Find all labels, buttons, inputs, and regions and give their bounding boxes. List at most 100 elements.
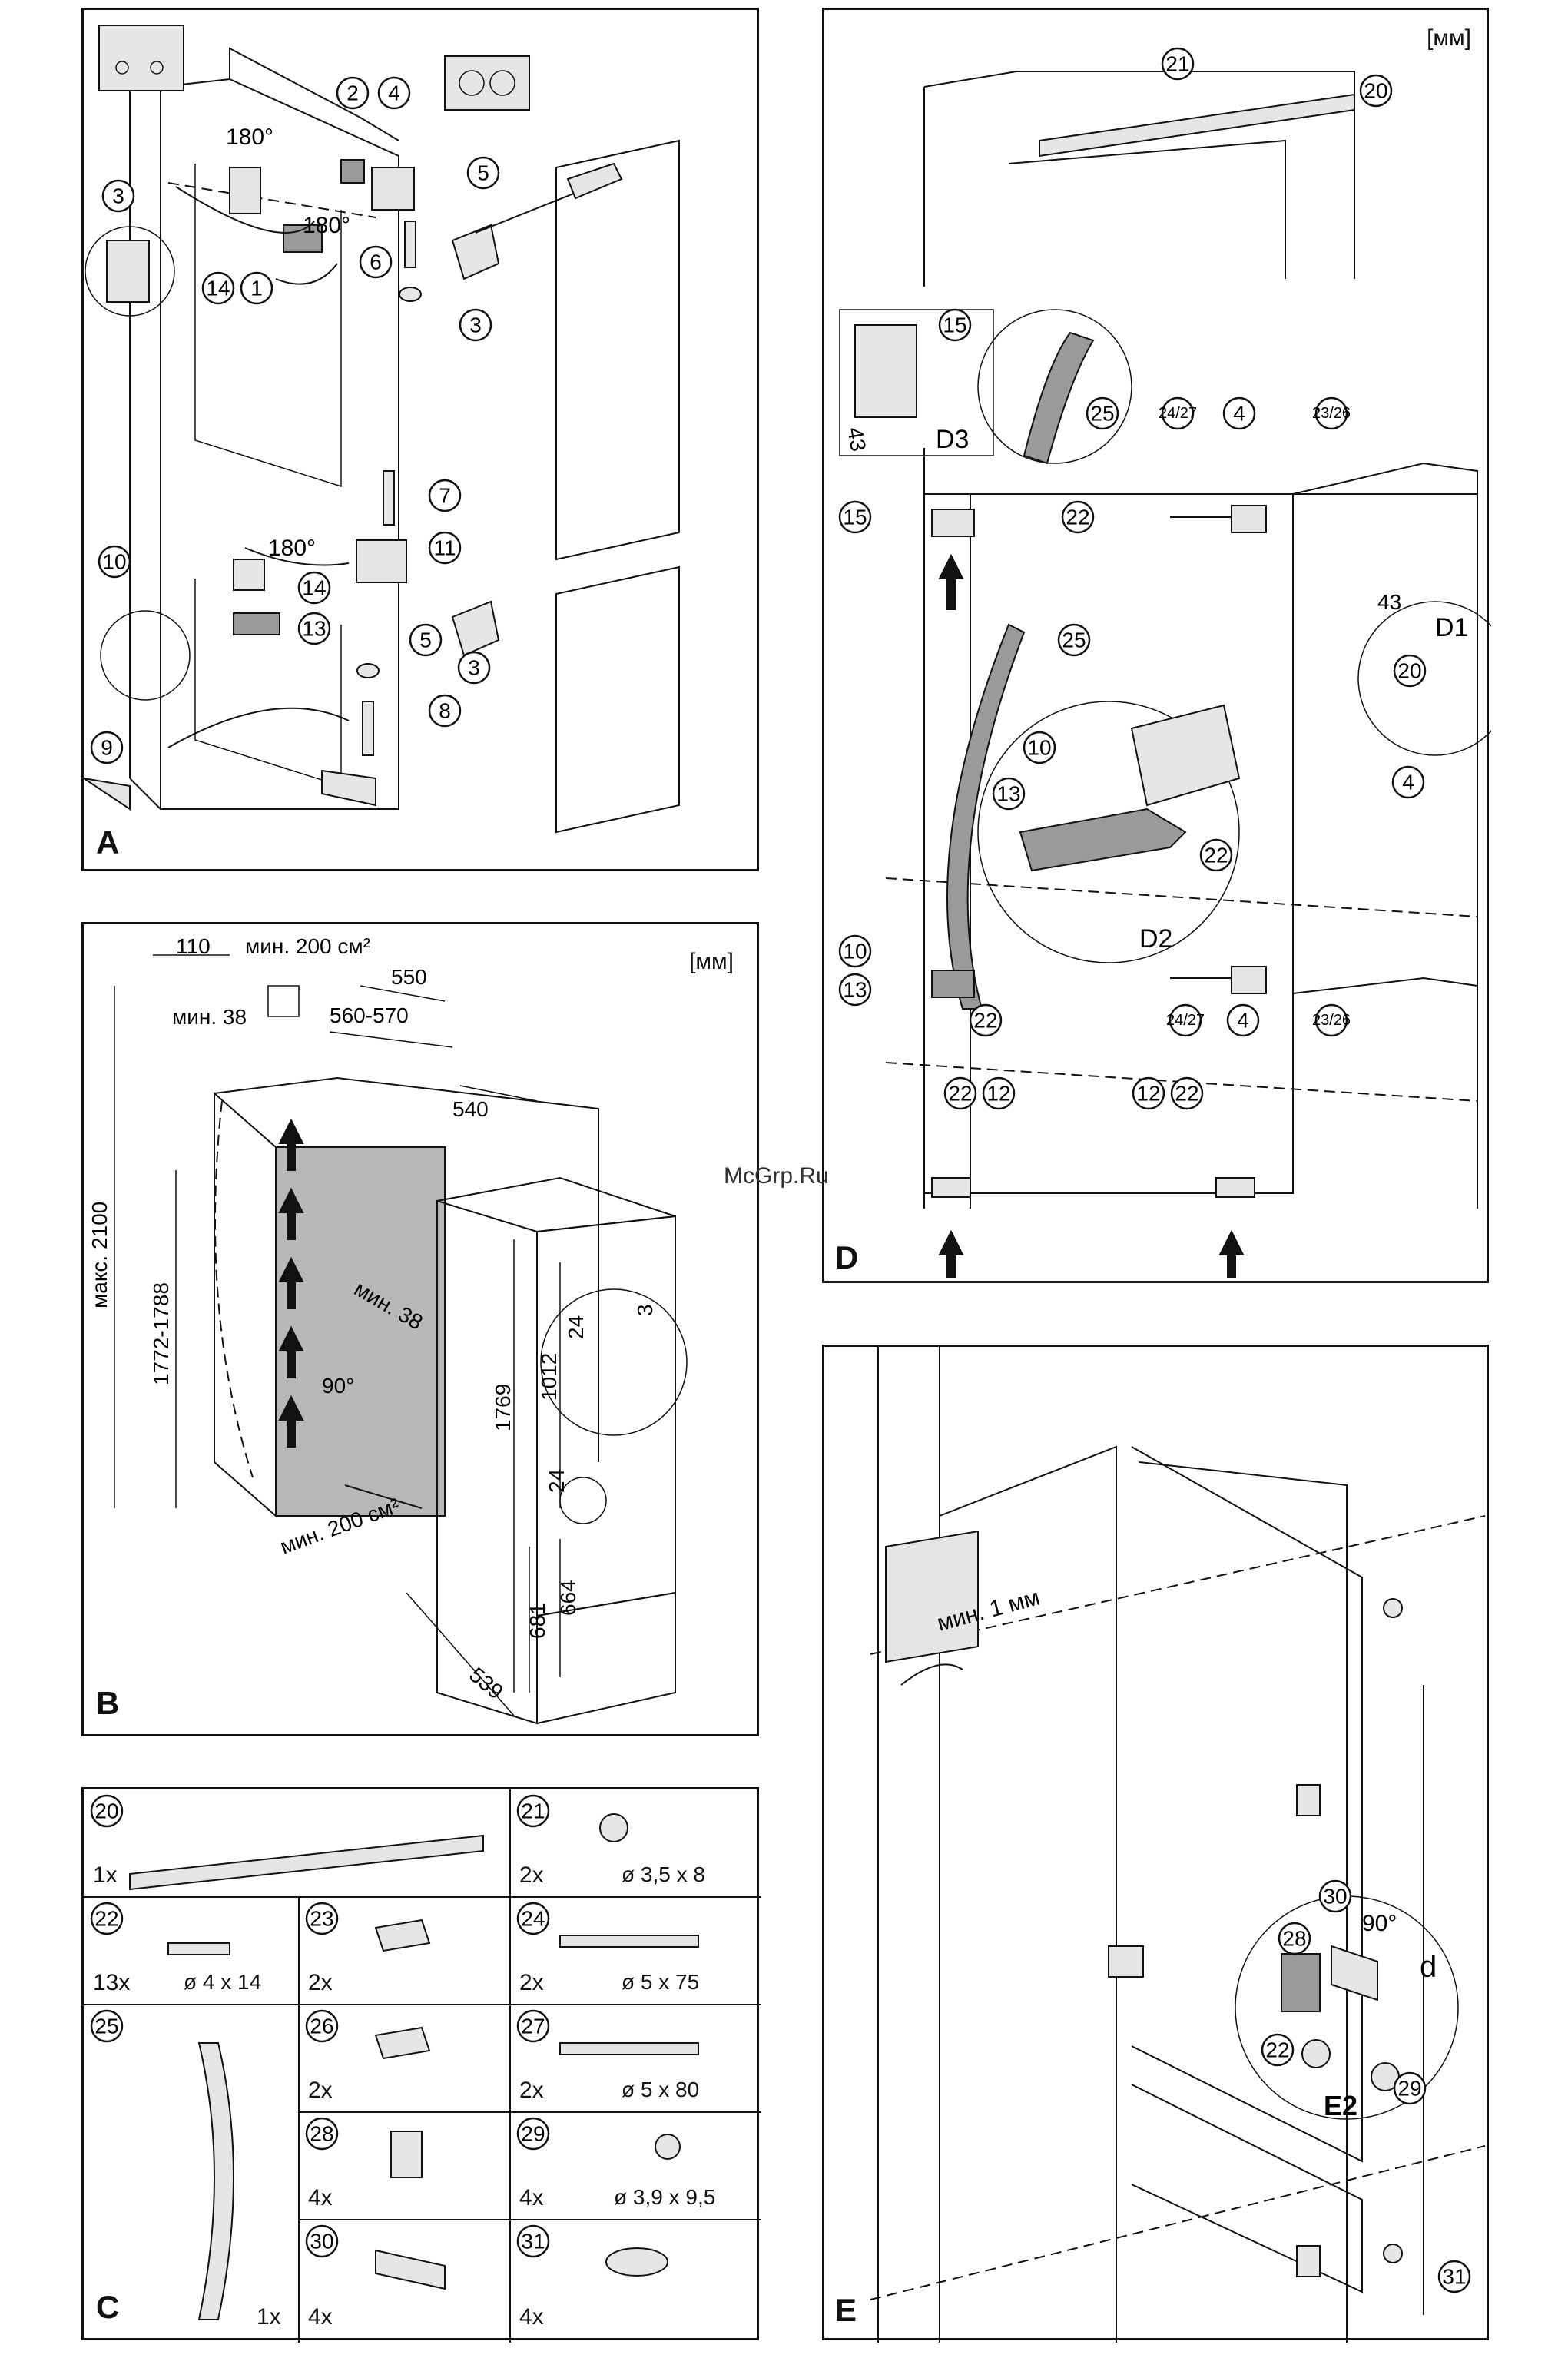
part-num-22: 22 xyxy=(90,1902,124,1935)
svg-text:22: 22 xyxy=(1066,506,1089,529)
units-label-d: [мм] xyxy=(1427,25,1471,51)
part-num-25: 25 xyxy=(90,2009,124,2043)
svg-text:11: 11 xyxy=(433,536,456,560)
airflow-path xyxy=(214,1100,254,1478)
svg-text:23/26: 23/26 xyxy=(1312,1012,1351,1029)
screw-hole xyxy=(115,61,129,75)
detail-d3-frame xyxy=(839,309,994,456)
detail-d2-bracket-10 xyxy=(1130,704,1241,807)
upper-door-open xyxy=(1131,1446,1363,2163)
panel-d: D3 D2 D1 43 43 21 20 15 25 24/27 4 23/26… xyxy=(822,8,1491,1283)
qty-24: 2x xyxy=(519,1970,544,1995)
pin-31-top xyxy=(1383,1598,1403,1618)
callout-5-top: 5 xyxy=(466,156,500,190)
qty-31: 4x xyxy=(519,2304,544,2330)
svg-text:9: 9 xyxy=(101,736,113,760)
dim-max-2100: макс. 2100 xyxy=(88,1202,111,1308)
arrow-9-8 xyxy=(167,707,350,748)
panel-letter-e: E xyxy=(835,2292,857,2328)
callout-1: 1 xyxy=(240,271,273,305)
dim-550: 550 xyxy=(391,965,427,989)
part-28-e2 xyxy=(1281,1953,1321,2012)
svg-text:4: 4 xyxy=(1402,771,1414,794)
svg-text:12: 12 xyxy=(986,1082,1010,1106)
foot-right xyxy=(321,769,376,807)
callout-30: 30 xyxy=(1318,1879,1352,1913)
door-lower xyxy=(1292,977,1478,1209)
washer-6 xyxy=(399,287,422,302)
pin-7 xyxy=(383,470,395,526)
dim-d: d xyxy=(1420,1950,1437,1984)
detail-15-circle xyxy=(85,226,175,317)
detail-label-d1: D1 xyxy=(1435,613,1468,642)
dim-1772-1788: 1772-1788 xyxy=(149,1282,173,1385)
callout-23-26-top: 23/26 xyxy=(1312,396,1351,430)
svg-text:29: 29 xyxy=(521,2122,545,2146)
svg-text:12: 12 xyxy=(1136,1082,1160,1106)
lower-door xyxy=(555,565,680,834)
parts-table-grid: 20 21 22 23 24 25 26 27 28 29 30 31 xyxy=(84,1789,761,2343)
hinge-plate-middle xyxy=(233,559,265,591)
foot-left xyxy=(84,778,131,811)
svg-text:20: 20 xyxy=(1397,659,1421,683)
svg-text:29: 29 xyxy=(1397,2077,1421,2101)
dim-3-detail: 3 xyxy=(633,1304,657,1316)
dimline-539 xyxy=(406,1592,515,1716)
screwdriver-shaft xyxy=(475,186,592,234)
spec-29: ø 3,9 x 9,5 xyxy=(614,2185,716,2209)
qty-30: 4x xyxy=(308,2304,333,2330)
panel-e: мин. 1 мм E2 90° d 30 28 22 29 31 E xyxy=(822,1345,1489,2343)
table-columns xyxy=(298,1789,511,2343)
vent-square xyxy=(267,985,300,1017)
part-num-29: 29 xyxy=(516,2117,550,2151)
part-num-28: 28 xyxy=(305,2117,339,2151)
panel-b: 110 мин. 200 см² 550 560-570 мин. 38 540… xyxy=(81,922,759,1736)
angle-label: 180° xyxy=(226,124,273,150)
callout-15: 3 xyxy=(101,179,135,213)
part-num-24: 24 xyxy=(516,1902,550,1935)
detail-gap-circle xyxy=(540,1288,688,1436)
hinge-middle-e xyxy=(1108,1945,1144,1978)
angle-label: 180° xyxy=(303,213,350,238)
callout-6: 6 xyxy=(359,245,393,279)
part-num-23: 23 xyxy=(305,1902,339,1935)
pin-31-bottom xyxy=(1383,2244,1403,2263)
svg-text:31: 31 xyxy=(521,2230,545,2254)
panel-b-drawing: 110 мин. 200 см² 550 560-570 мин. 38 540… xyxy=(88,934,688,1725)
cover-cap-2 xyxy=(340,159,365,184)
hinge-cover-3-top xyxy=(451,224,500,280)
callout-13: 13 xyxy=(297,612,331,645)
svg-text:24/27: 24/27 xyxy=(1159,405,1197,422)
svg-text:30: 30 xyxy=(310,2230,333,2254)
dim-1012: 1012 xyxy=(537,1353,561,1401)
spec-24: ø 5 x 75 xyxy=(622,1970,700,1994)
detail-label-e2: E2 xyxy=(1324,2090,1357,2121)
callout-22-e: 22 xyxy=(1261,2033,1295,2067)
svg-text:30: 30 xyxy=(1323,1885,1347,1909)
detail-label-d2: D2 xyxy=(1139,924,1172,953)
dim-664: 664 xyxy=(556,1580,580,1616)
qty-27: 2x xyxy=(519,2078,544,2103)
part-25-sketch xyxy=(197,2042,234,2320)
svg-text:15: 15 xyxy=(843,506,867,529)
callout-25-mid: 25 xyxy=(1057,623,1091,657)
part-13-cap xyxy=(233,612,280,635)
detail-d2-circle xyxy=(977,701,1240,963)
panel-letter-b: B xyxy=(96,1685,120,1721)
dim-560-570: 560-570 xyxy=(330,1003,409,1027)
airflow-arrow xyxy=(278,1118,304,1171)
detail-label-d3: D3 xyxy=(936,425,969,454)
bracket-10-13 xyxy=(931,970,975,998)
bracket-4-bottom xyxy=(1231,966,1267,994)
callout-24-27-bottom: 24/27 xyxy=(1166,1003,1205,1037)
niche-top xyxy=(214,1076,599,1462)
callout-4-top: 4 xyxy=(1222,396,1256,430)
panel-a: 180° 180° 180° 2 4 5 3 6 14 1 3 7 11 10 … xyxy=(81,8,759,871)
svg-text:5: 5 xyxy=(477,161,489,185)
callout-10: 10 xyxy=(98,545,131,579)
bracket-12-right xyxy=(1215,1177,1255,1198)
dim-43-d1: 43 xyxy=(1377,590,1401,614)
callout-13-bottom: 13 xyxy=(838,973,872,1007)
detail-seal-circle xyxy=(977,309,1132,464)
qty-29: 4x xyxy=(519,2185,544,2210)
